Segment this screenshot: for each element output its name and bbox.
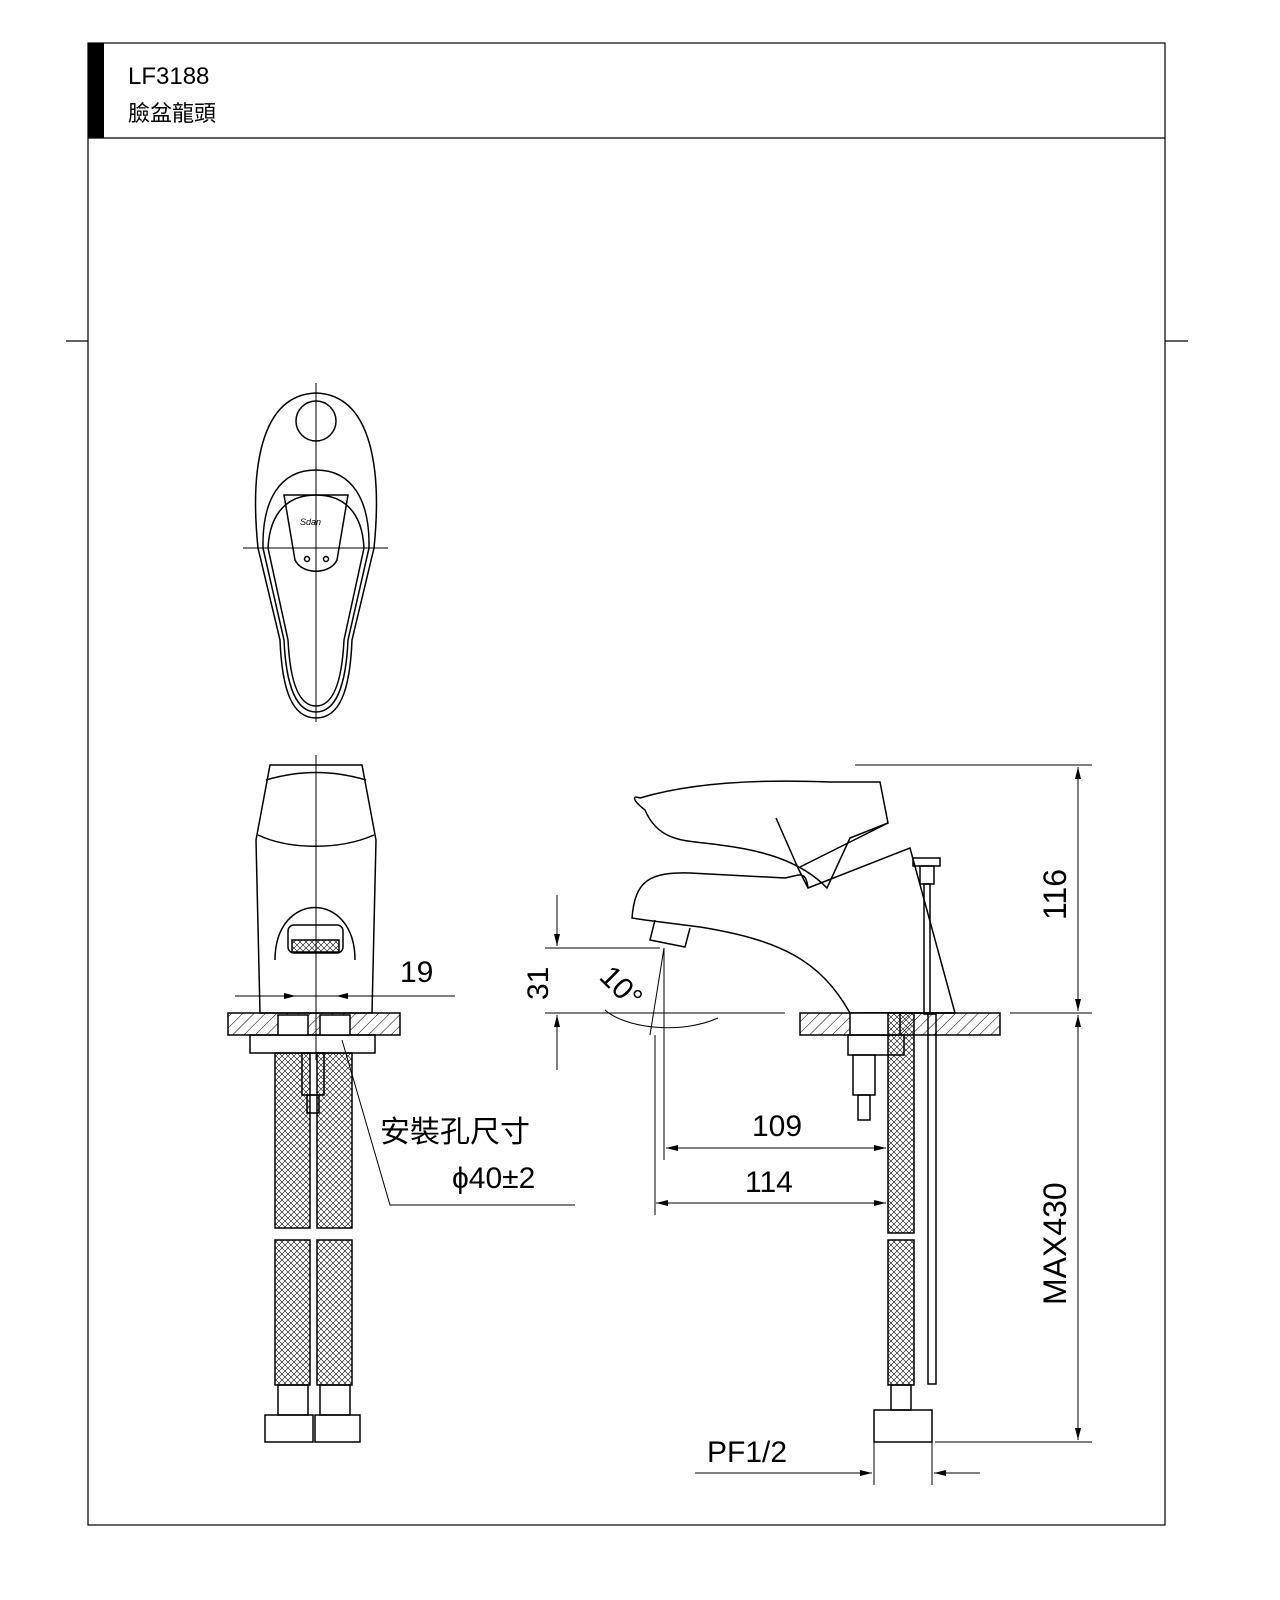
dim-spout-width: 19: [400, 956, 433, 989]
product-name: 臉盆龍頭: [128, 101, 216, 126]
drawing-frame: [66, 42, 1188, 1526]
dim-thread: PF1/2: [707, 1436, 787, 1469]
side-view: [631, 780, 1001, 1443]
top-view: Sdan: [243, 383, 388, 722]
dim-spout-drop: 31: [522, 967, 555, 1000]
front-view: [227, 755, 401, 1443]
dim-reach-inner: 109: [752, 1110, 802, 1143]
dim-spout-angle: 10°: [593, 960, 648, 1015]
front-dimensions: [235, 993, 575, 1206]
dim-reach-outer: 114: [745, 1166, 793, 1199]
dim-hole-size: ϕ40±2: [452, 1162, 535, 1195]
side-dimensions: [545, 764, 1092, 1485]
dim-hose-length: MAX430: [1037, 1182, 1073, 1305]
title-bar-accent: [88, 43, 104, 138]
dim-height: 116: [1037, 869, 1073, 920]
svg-text:Sdan: Sdan: [300, 517, 321, 527]
hole-label: 安裝孔尺寸: [380, 1116, 530, 1149]
model-number: LF3188: [128, 63, 209, 90]
